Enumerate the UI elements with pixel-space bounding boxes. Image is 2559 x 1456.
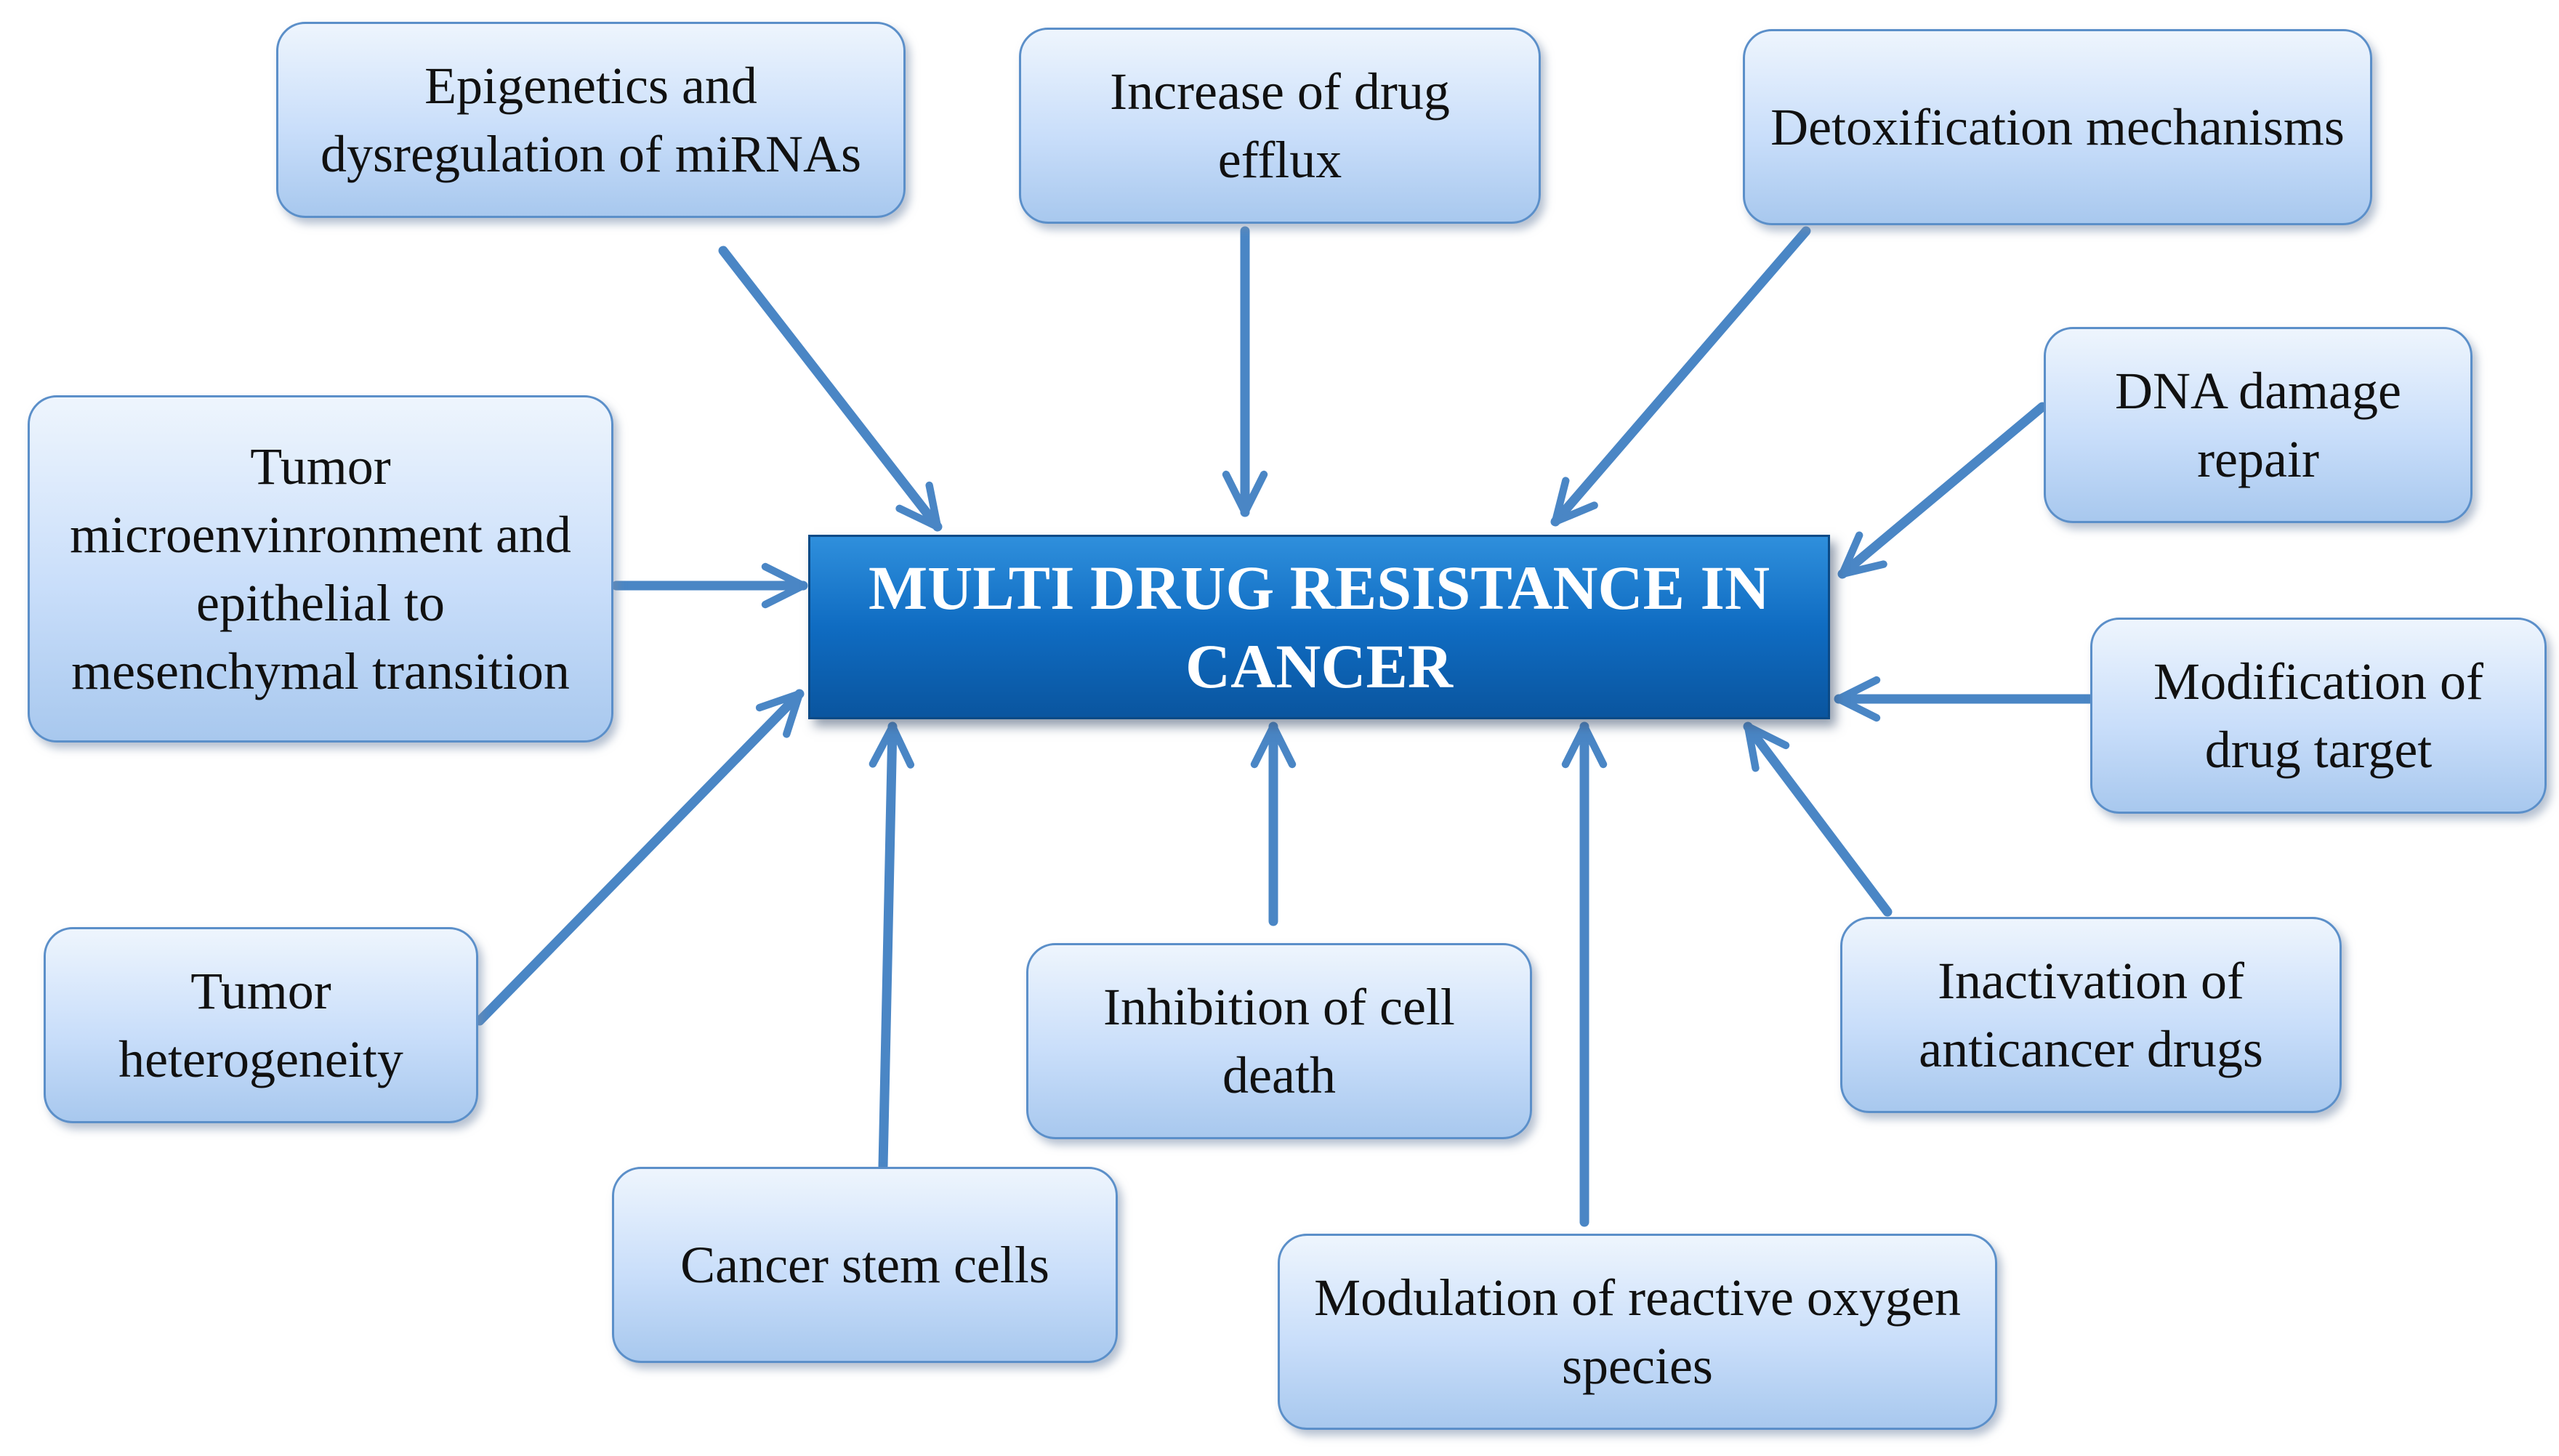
node-dna-repair: DNA damage repair [2044, 327, 2473, 523]
node-tumor-heterogeneity: Tumor heterogeneity [44, 927, 478, 1123]
arrow-stem-cells [869, 721, 915, 1171]
node-ros: Modulation of reactive oxygen species [1278, 1234, 1997, 1430]
node-stem-cells: Cancer stem cells [612, 1167, 1118, 1363]
node-drug-efflux: Increase of drug efflux [1019, 28, 1541, 224]
arrow-detoxification [1550, 226, 1811, 527]
node-tumor-microenvironment: Tumor microenvinronment and epithelial t… [28, 395, 613, 743]
arrow-dna-repair [1837, 402, 2047, 579]
node-drug-inactivation: Inactivation of anticancer drugs [1840, 917, 2342, 1113]
node-epigenetics: Epigenetics and dysregulation of miRNAs [276, 22, 906, 218]
node-cell-death: Inhibition of cell death [1026, 943, 1532, 1139]
arrow-tumor-heterogeneity [475, 689, 805, 1026]
node-detoxification: Detoxification mechanisms [1743, 29, 2372, 225]
center-node: MULTI DRUG RESISTANCE IN CANCER [808, 535, 1830, 719]
arrow-epigenetics [718, 246, 943, 532]
arrow-drug-inactivation [1743, 721, 1893, 917]
node-drug-target: Modification of drug target [2090, 618, 2547, 814]
